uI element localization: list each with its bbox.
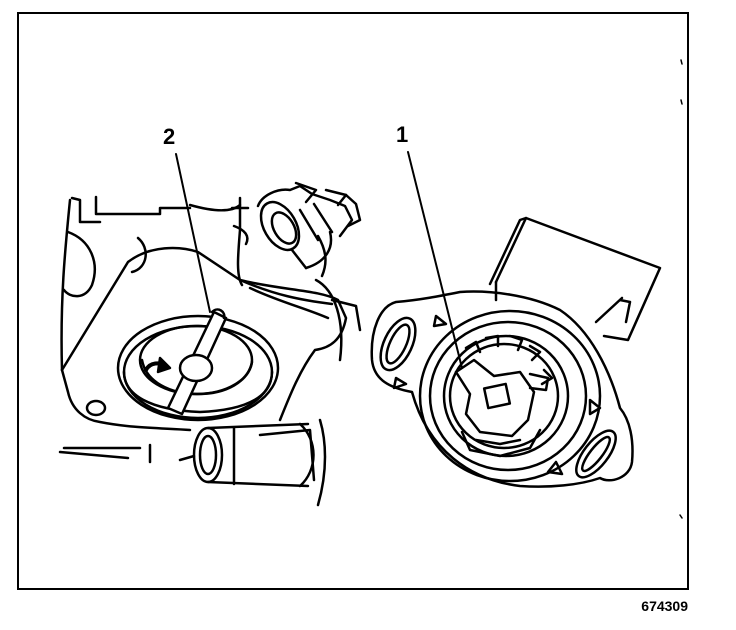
callout-label-throttle-shaft: 2	[163, 124, 176, 149]
throttle-position-sensor	[370, 216, 662, 488]
throttle-body-housing	[58, 195, 362, 507]
leader-line-1	[407, 151, 463, 369]
callout-leader-lines	[175, 151, 463, 369]
figure-number: 674309	[641, 598, 688, 614]
hose-fitting	[178, 422, 315, 488]
hose-clamp	[256, 181, 362, 270]
leader-line-2	[175, 153, 211, 313]
figure-frame	[17, 12, 689, 590]
border-specks	[679, 59, 683, 519]
throttle-bore	[116, 308, 280, 422]
callout-label-position-sensor: 1	[396, 122, 409, 147]
